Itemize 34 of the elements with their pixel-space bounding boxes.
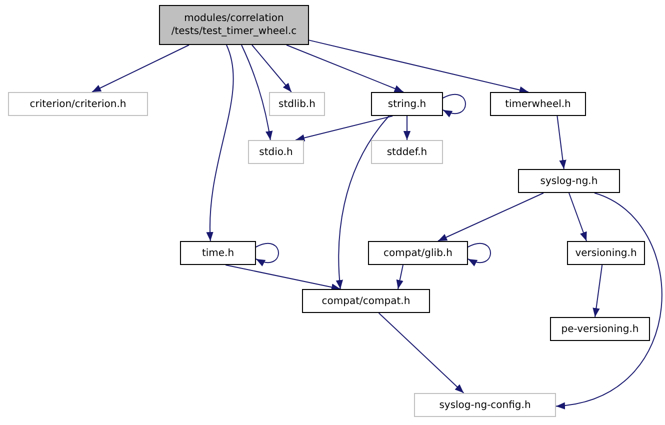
file-box: versioning.h	[567, 241, 645, 265]
file-box: criterion/criterion.h	[8, 92, 148, 116]
include-arrow	[295, 116, 394, 142]
include-arrow	[256, 242, 279, 266]
include-arrow	[308, 40, 529, 94]
file-box: stdlib.h	[269, 92, 325, 116]
include-arrow	[556, 116, 566, 170]
file-box: syslog-ng-config.h	[414, 393, 556, 417]
file-box: compat/glib.h	[368, 241, 468, 265]
file-box: pe-versioning.h	[550, 317, 650, 341]
file-box: stdio.h	[248, 140, 304, 164]
include-arrow	[403, 116, 411, 140]
include-arrow	[438, 192, 544, 242]
include-arrow	[396, 264, 404, 290]
file-box: stddef.h	[371, 140, 443, 164]
include-arrow	[206, 44, 234, 242]
include-arrow	[468, 242, 491, 266]
include-arrow	[286, 44, 404, 92]
include-arrow	[336, 116, 390, 290]
file-box: timerwheel.h	[490, 92, 586, 116]
file-box: modules/correlation /tests/test_timer_wheel.c	[159, 5, 309, 45]
include-arrow	[225, 264, 341, 291]
file-box: time.h	[180, 241, 256, 265]
include-arrow	[442, 94, 466, 117]
include-arrow	[556, 192, 662, 408]
file-box: string.h	[371, 92, 443, 116]
include-arrow	[378, 312, 464, 394]
file-box: compat/compat.h	[302, 289, 430, 313]
include-arrow	[592, 264, 603, 318]
include-arrow	[241, 44, 273, 140]
include-arrow	[252, 44, 292, 92]
include-arrow	[92, 44, 190, 92]
file-box: syslog-ng.h	[518, 169, 620, 193]
include-arrow	[568, 192, 587, 242]
